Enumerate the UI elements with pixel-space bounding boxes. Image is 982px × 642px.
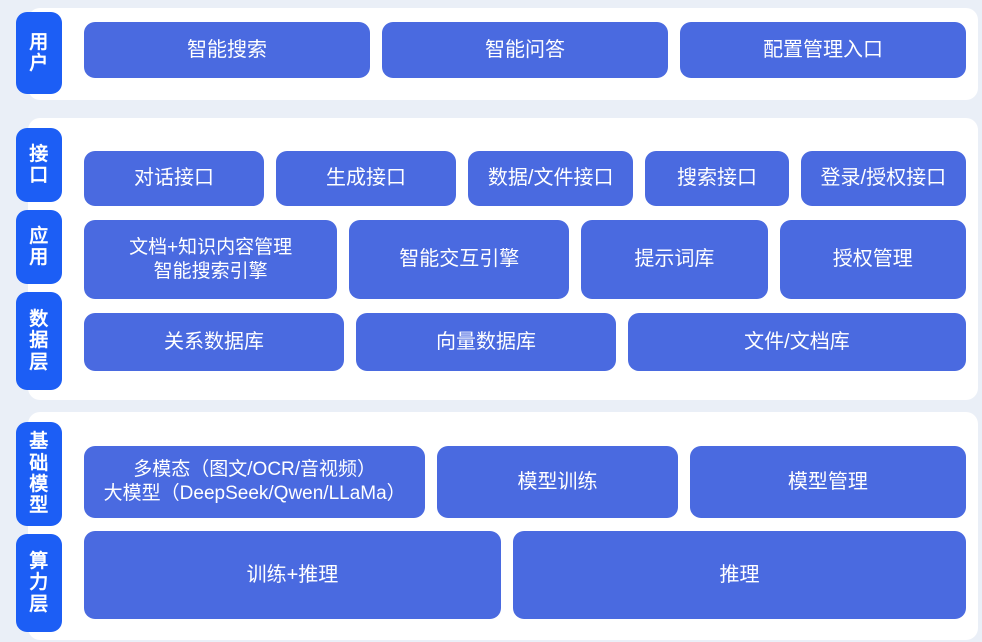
card-training-inference[interactable]: 训练+推理: [84, 531, 501, 619]
card-model-management[interactable]: 模型管理: [689, 446, 966, 518]
card-inference[interactable]: 推理: [512, 531, 966, 619]
card-model-training[interactable]: 模型训练: [437, 446, 678, 518]
card-row-interface: 对话接口 生成接口 数据/文件接口 搜索接口 登录/授权接口: [84, 151, 966, 206]
card-intelligent-search[interactable]: 智能搜索: [84, 22, 370, 78]
card-dialog-api[interactable]: 对话接口: [84, 151, 265, 206]
card-file-document-store[interactable]: 文件/文档库: [627, 313, 966, 371]
card-row-user: 智能搜索 智能问答 配置管理入口: [84, 22, 966, 78]
layer-tab-compute[interactable]: 算力层: [16, 534, 62, 632]
card-row-compute: 训练+推理 推理: [84, 531, 966, 619]
card-row-data: 关系数据库 向量数据库 文件/文档库: [84, 313, 966, 371]
layer-tab-foundation-model-label: 基础模型: [29, 431, 49, 517]
card-vector-database[interactable]: 向量数据库: [355, 313, 616, 371]
card-relational-database[interactable]: 关系数据库: [84, 313, 344, 371]
layer-tab-compute-label: 算力层: [29, 551, 49, 615]
card-row-foundation-model: 多模态（图文/OCR/音视频） 大模型（DeepSeek/Qwen/LLaMa）…: [84, 446, 966, 518]
layer-tab-interface[interactable]: 接口: [16, 128, 62, 202]
card-search-api[interactable]: 搜索接口: [645, 151, 789, 206]
layer-tab-data-label: 数据层: [29, 309, 49, 373]
layer-tab-data[interactable]: 数据层: [16, 292, 62, 390]
card-generation-api[interactable]: 生成接口: [276, 151, 457, 206]
card-config-management-entry[interactable]: 配置管理入口: [680, 22, 966, 78]
layer-tab-interface-label: 接口: [29, 143, 49, 186]
card-row-application: 文档+知识内容管理 智能搜索引擎 智能交互引擎 提示词库 授权管理: [84, 220, 967, 299]
card-intelligent-qa[interactable]: 智能问答: [382, 22, 668, 78]
layer-tab-user[interactable]: 用户: [16, 12, 62, 94]
card-data-file-api[interactable]: 数据/文件接口: [468, 151, 634, 206]
card-prompt-library[interactable]: 提示词库: [581, 220, 768, 299]
layer-tab-foundation-model[interactable]: 基础模型: [16, 422, 62, 526]
layer-tab-application-label: 应用: [29, 225, 49, 268]
card-document-knowledge-management[interactable]: 文档+知识内容管理 智能搜索引擎: [84, 220, 338, 299]
card-login-auth-api[interactable]: 登录/授权接口: [800, 151, 966, 206]
card-authorization-management[interactable]: 授权管理: [779, 220, 967, 299]
layer-tab-application[interactable]: 应用: [16, 210, 62, 284]
card-multimodal-large-model[interactable]: 多模态（图文/OCR/音视频） 大模型（DeepSeek/Qwen/LLaMa）: [84, 446, 426, 518]
layer-tab-user-label: 用户: [29, 31, 49, 74]
card-intelligent-interaction-engine[interactable]: 智能交互引擎: [349, 220, 570, 299]
